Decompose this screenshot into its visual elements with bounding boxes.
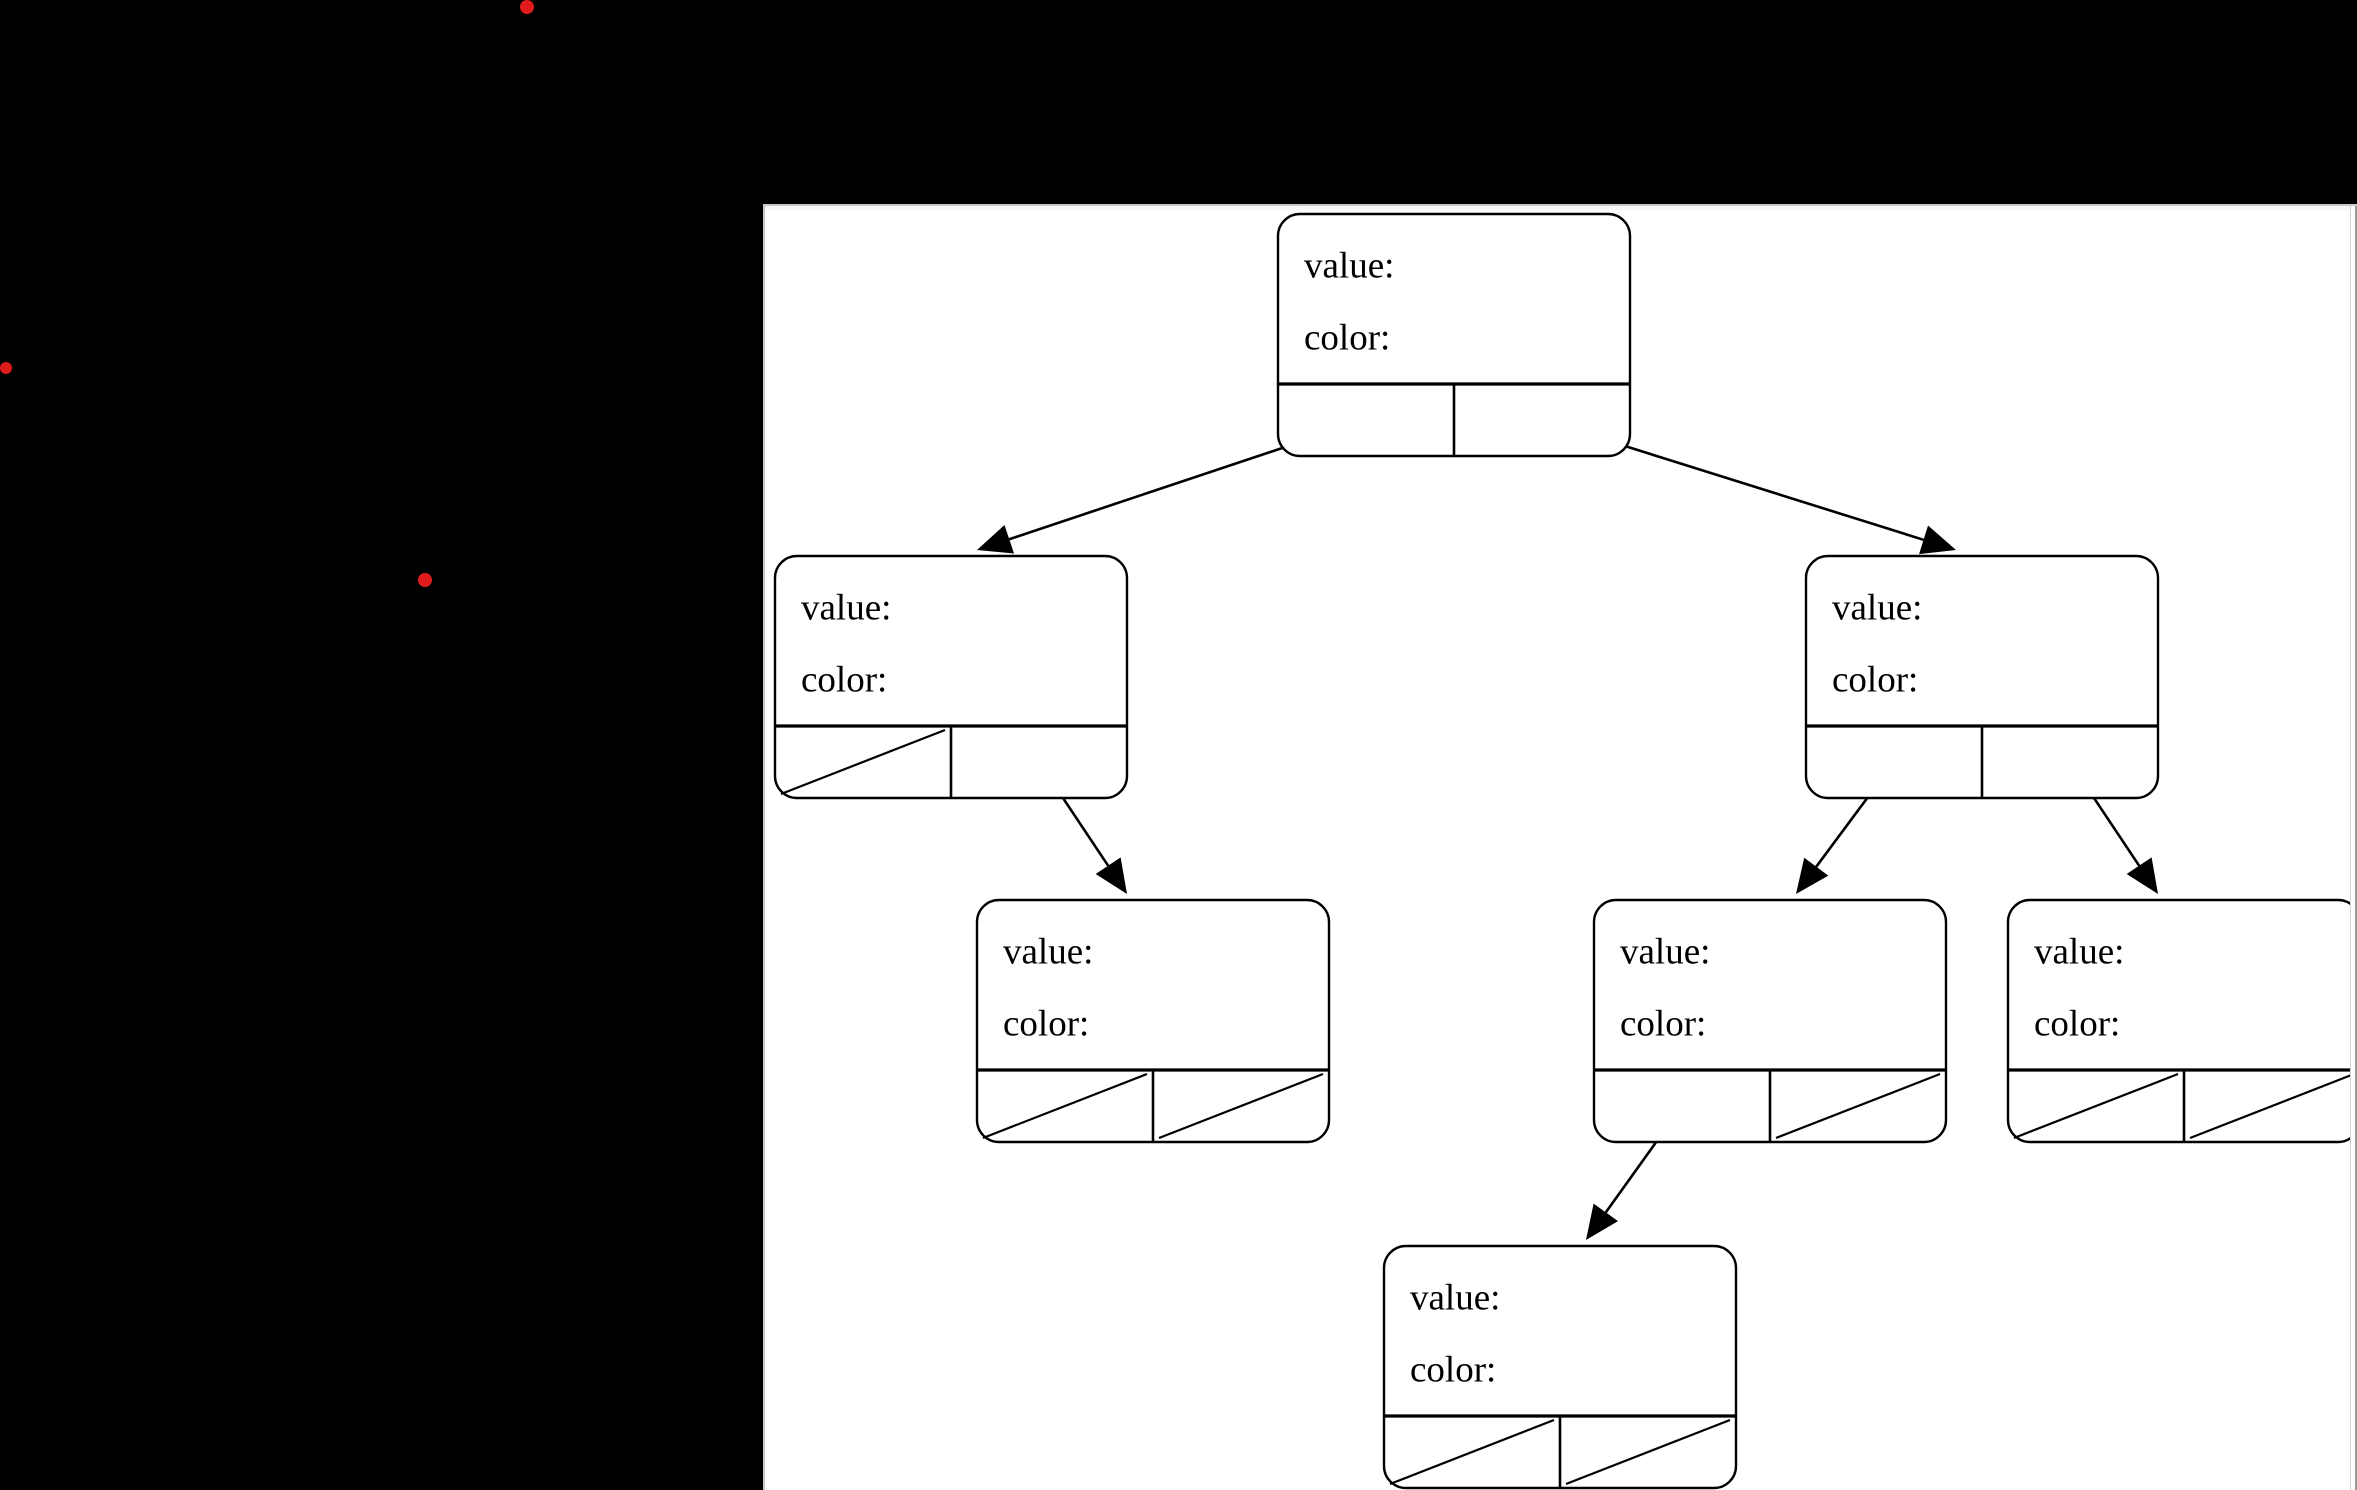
tree-node-leaf-d-right-null-slash (1565, 1418, 1731, 1486)
tree-node-leaf-a-right-null-slash (1158, 1072, 1324, 1140)
tree-node-left-child-left-null-slash (780, 728, 946, 796)
edge-left-to-leaf-a-arrowhead (1095, 857, 1127, 894)
tree-node-leaf-c-value-label: value: (2034, 931, 2124, 972)
tree-node-leaf-a-left-null-slash (982, 1072, 1148, 1140)
tree-node-right-child-color-label: color: (1832, 659, 1918, 700)
tree-node-leaf-b[interactable]: value: color: (1592, 898, 1948, 1144)
edge-right-to-leaf-c-arrowhead (2126, 857, 2158, 894)
tree-node-leaf-b-right-null-slash (1775, 1072, 1941, 1140)
tree-node-leaf-b-color-label: color: (1620, 1003, 1706, 1044)
tree-node-root[interactable]: value: color: (1276, 212, 1632, 458)
tree-node-root-value-label: value: (1304, 245, 1394, 286)
canvas-top-strip (765, 206, 2357, 210)
tree-node-leaf-a-value-label: value: (1003, 931, 1093, 972)
binary-tree-graph: value:color:value:color:value:color:valu… (773, 212, 2357, 1490)
tree-node-left-child-value-label: value: (801, 587, 891, 628)
tree-node-leaf-d-color-label: color: (1410, 1349, 1496, 1390)
tree-node-leaf-c-color-label: color: (2034, 1003, 2120, 1044)
edge-right-to-leaf-b-arrowhead (1796, 857, 1829, 894)
tree-node-leaf-d[interactable]: value: color: (1382, 1244, 1738, 1490)
tree-node-leaf-b-value-label: value: (1620, 931, 1710, 972)
tree-node-left-child-color-label: color: (801, 659, 887, 700)
edge-leaf-b-to-leaf-d-arrowhead (1586, 1203, 1618, 1240)
tree-node-root-color-label: color: (1304, 317, 1390, 358)
tree-node-leaf-d-value-label: value: (1410, 1277, 1500, 1318)
canvas-scrollbar-rail[interactable] (2350, 206, 2357, 1490)
marker-dot-left (0, 362, 12, 374)
tree-node-right-child-value-label: value: (1832, 587, 1922, 628)
diagram-canvas[interactable]: value:color:value:color:value:color:valu… (763, 204, 2357, 1490)
tree-node-left-child[interactable]: value: color: (773, 554, 1129, 800)
edge-root-to-left-arrowhead (977, 524, 1015, 554)
tree-node-leaf-c[interactable]: value: color: (2006, 898, 2357, 1144)
marker-dot-middle (418, 573, 432, 587)
edge-root-to-right-arrowhead (1919, 525, 1956, 555)
tree-node-leaf-d-left-null-slash (1389, 1418, 1555, 1486)
tree-node-leaf-a-color-label: color: (1003, 1003, 1089, 1044)
tree-node-leaf-c-left-null-slash (2013, 1072, 2179, 1140)
tree-node-leaf-c-right-null-slash (2189, 1072, 2355, 1140)
tree-node-leaf-a[interactable]: value: color: (975, 898, 1331, 1144)
tree-node-right-child[interactable]: value: color: (1804, 554, 2160, 800)
marker-dot-top (520, 0, 534, 14)
